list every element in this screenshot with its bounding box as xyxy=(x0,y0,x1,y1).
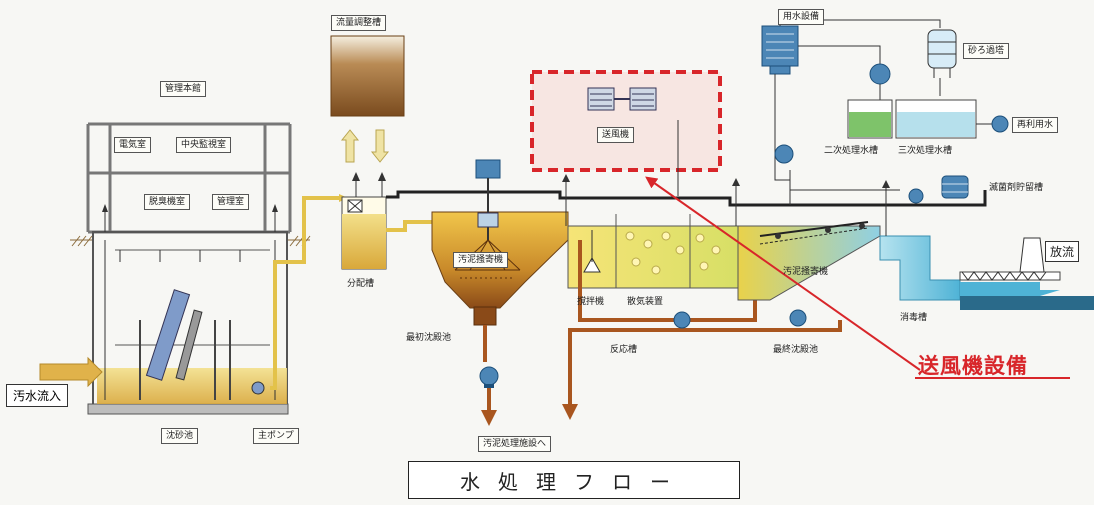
label-flow-tank: 流量調整槽 xyxy=(331,15,387,31)
pump-icon-reuse xyxy=(991,115,1009,133)
label-sand-filter: 砂ろ過塔 xyxy=(963,43,1010,59)
label-reaction-tank: 反応槽 xyxy=(610,345,638,355)
label-sludge-collector-1: 汚泥掻寄機 xyxy=(453,252,509,268)
label-mixer: 撹拌機 xyxy=(577,297,605,307)
label-admin-room: 管理室 xyxy=(212,194,250,210)
grit-chamber xyxy=(87,204,289,415)
distribution-to-primary-pipe xyxy=(386,220,432,232)
disinfection-tank xyxy=(879,235,1094,310)
distribution-tank xyxy=(341,172,387,270)
pump-icon-primary xyxy=(479,366,499,388)
label-disinfection-tank: 消毒槽 xyxy=(900,313,928,323)
water-facility xyxy=(761,19,941,205)
label-tertiary-tank: 三次処理水槽 xyxy=(898,146,953,156)
label-sludge-collector-2: 汚泥掻寄機 xyxy=(783,267,829,277)
inflow-arrow xyxy=(39,356,103,388)
label-blower: 送風機 xyxy=(597,127,635,143)
final-clarifier xyxy=(737,221,881,301)
main-top-pipe xyxy=(386,190,987,207)
return-sludge-pipe xyxy=(578,240,757,322)
label-grit-chamber: 沈砂池 xyxy=(161,428,199,444)
label-primary-clarifier: 最初沈殿池 xyxy=(406,333,452,343)
diagram-title: 水処理フロー xyxy=(408,461,740,499)
label-building: 管理本館 xyxy=(160,81,207,97)
flow-regulation-tank xyxy=(330,35,405,163)
label-reuse-water: 再利用水 xyxy=(1012,117,1059,133)
label-sewage-inflow: 汚水流入 xyxy=(6,384,69,407)
disinfectant-tank xyxy=(941,175,969,199)
excess-sludge-pipe xyxy=(562,320,842,420)
pump-to-distribution-pipe xyxy=(270,196,340,390)
pump-icon-top xyxy=(869,63,891,100)
blower-highlight-box xyxy=(530,70,722,196)
label-diffuser: 散気装置 xyxy=(627,297,664,307)
label-distribution-tank: 分配槽 xyxy=(347,279,375,289)
pump-icon-return xyxy=(673,311,691,329)
blower-pointer-line xyxy=(645,176,921,371)
label-final-clarifier: 最終沈殿池 xyxy=(773,345,819,355)
tertiary-tank xyxy=(895,99,977,139)
label-secondary-tank: 二次処理水槽 xyxy=(824,146,879,156)
label-blower-equipment: 送風機設備 xyxy=(918,354,1028,378)
label-monitor-room: 中央監視室 xyxy=(176,137,232,153)
label-electric-room: 電気室 xyxy=(114,137,152,153)
label-sludge-facility: 汚泥処理施設へ xyxy=(478,436,552,452)
secondary-tank xyxy=(847,99,893,139)
label-water-facility: 用水設備 xyxy=(778,9,825,25)
reaction-tank xyxy=(562,174,740,289)
label-disinfectant-tank: 滅菌剤貯留槽 xyxy=(989,183,1044,193)
label-discharge: 放流 xyxy=(1045,241,1080,262)
label-deodor-room: 脱臭機室 xyxy=(144,194,191,210)
sand-filter xyxy=(927,29,957,96)
label-main-pump: 主ポンプ xyxy=(253,428,299,444)
pump-icon-excess xyxy=(789,309,807,327)
